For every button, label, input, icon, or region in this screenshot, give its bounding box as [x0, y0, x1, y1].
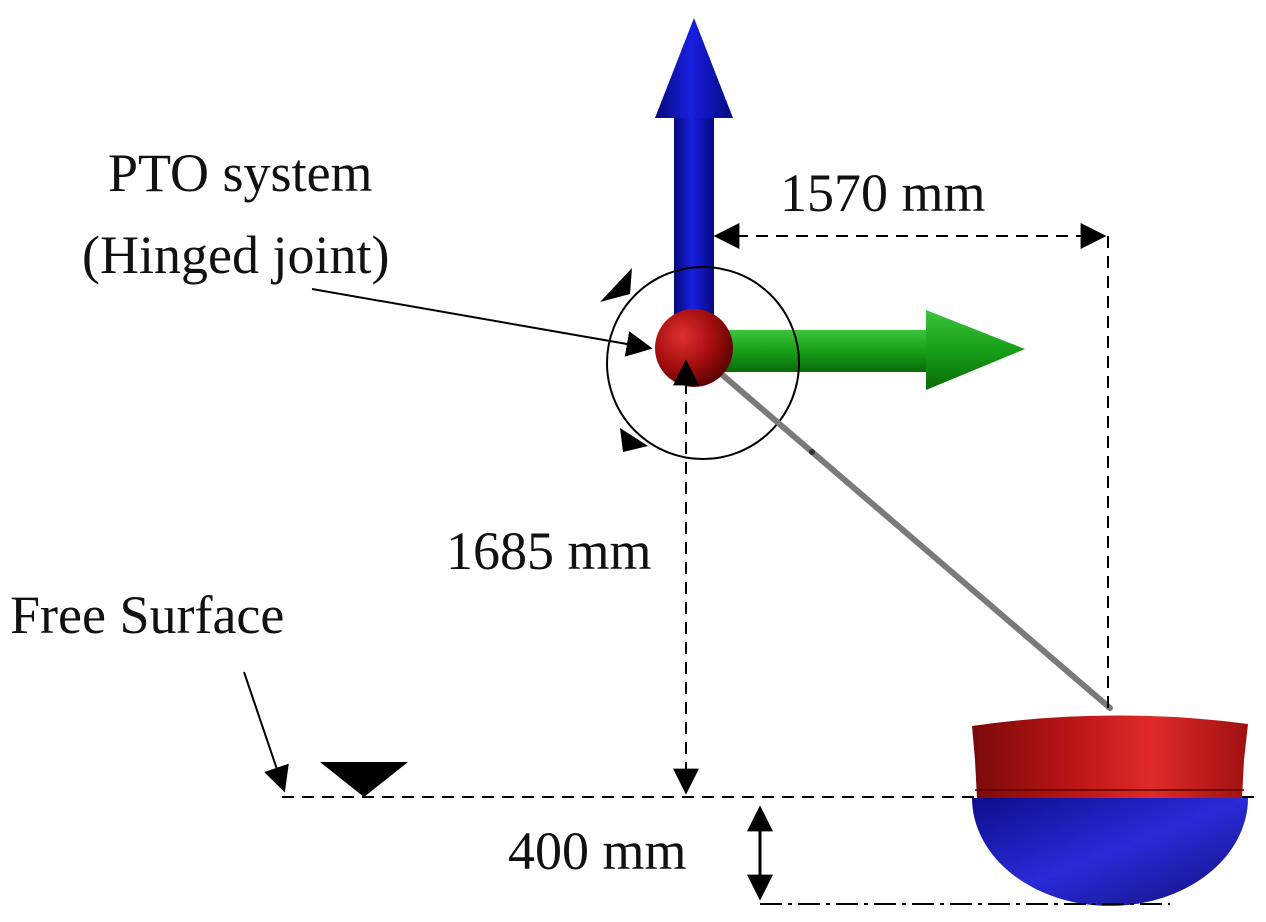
rotation-arrowhead-upper [600, 268, 632, 302]
arm-marker [809, 449, 815, 455]
rotation-circle [606, 266, 800, 460]
draft-label: 400 mm [508, 821, 687, 881]
x-axis-arrow [712, 310, 1025, 390]
free-surface-label: Free Surface [10, 585, 285, 645]
z-axis-arrow [655, 18, 733, 346]
vertical-distance-label: 1685 mm [446, 521, 652, 581]
free-surface-leader [243, 671, 289, 793]
pto-label-line2: (Hinged joint) [82, 225, 390, 285]
pto-leader-line [311, 288, 653, 357]
float-body [972, 715, 1248, 906]
water-level-symbol [320, 762, 408, 797]
horizontal-distance-label: 1570 mm [780, 163, 986, 223]
hinge-joint [655, 309, 733, 387]
pto-label-line1: PTO system [108, 143, 373, 203]
rotation-arrowhead-lower [620, 428, 648, 452]
arm [709, 363, 1113, 711]
